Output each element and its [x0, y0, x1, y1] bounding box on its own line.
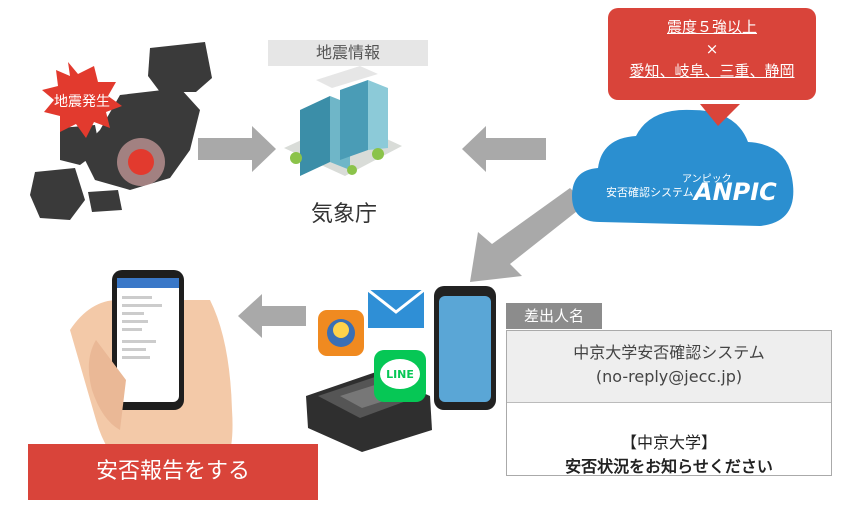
- sender-subject: 【中京大学】 安否状況をお知らせください: [507, 403, 831, 479]
- arrow-cloud-to-jma: [462, 126, 546, 172]
- quake-badge-text: 地震発生: [54, 94, 110, 110]
- bubble-tail: [700, 104, 740, 126]
- anpic-cloud-icon: [572, 109, 794, 226]
- anpic-logo-text: ANPIC: [694, 178, 777, 206]
- arrow-channels-to-user: [238, 294, 306, 338]
- subject-line1: 【中京大学】: [620, 433, 717, 452]
- condition-line1: 震度５強以上: [666, 18, 757, 36]
- sender-header: 中京大学安否確認システム (no-reply@jecc.jp): [507, 331, 831, 403]
- sender-name: 中京大学安否確認システム: [573, 343, 765, 362]
- subject-line2: 安否状況をお知らせください: [565, 457, 773, 476]
- mail-icon: [367, 288, 425, 328]
- japan-map-icon: [30, 42, 212, 220]
- anpic-app-icon: [318, 310, 364, 356]
- safety-report-button[interactable]: 安否報告をする: [28, 444, 318, 500]
- line-label: LINE: [386, 368, 414, 381]
- sender-email: (no-reply@jecc.jp): [595, 367, 743, 386]
- arrow-cloud-to-phone: [470, 188, 586, 282]
- condition-line2: ×: [705, 40, 719, 58]
- smartphone-icon: [434, 286, 496, 410]
- system-label: 安否確認システム: [606, 186, 694, 199]
- line-app-icon: [374, 350, 426, 402]
- condition-line3: 愛知、岐阜、三重、静岡: [629, 62, 795, 80]
- agency-name: 気象庁: [310, 202, 377, 227]
- arrow-map-to-jma: [198, 126, 276, 172]
- sender-card: 中京大学安否確認システム (no-reply@jecc.jp) 【中京大学】 安…: [506, 330, 832, 476]
- jma-info-label: 地震情報: [268, 40, 428, 66]
- jma-building-icon: [284, 66, 402, 176]
- anpic-ruby: アンピック: [682, 174, 732, 185]
- hand-with-phone-icon: [70, 270, 233, 480]
- condition-bubble: 震度５強以上 × 愛知、岐阜、三重、静岡: [608, 8, 816, 100]
- sender-tag: 差出人名: [506, 303, 602, 329]
- quake-burst-icon: [42, 62, 122, 138]
